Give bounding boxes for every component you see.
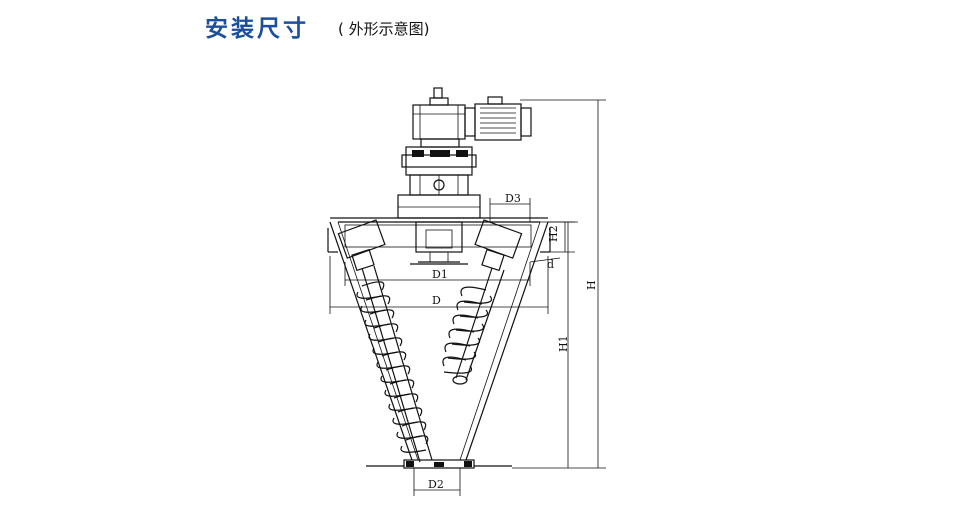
right-screw — [442, 219, 523, 385]
dim-label-big-d: D — [432, 294, 441, 307]
dim-label-small-d: d — [547, 258, 554, 271]
page-subtitle: ( 外形示意图) — [338, 20, 430, 38]
discharge-valve — [366, 459, 512, 469]
gear-reducer — [412, 87, 466, 148]
cone-vessel — [327, 221, 551, 461]
dimension-annotations: D3 H2 d D1 D H H1 D2 — [329, 99, 606, 496]
dim-label-h1: H1 — [557, 335, 570, 352]
page-title: 安装尺寸 — [205, 16, 309, 42]
dim-label-d3: D3 — [505, 192, 521, 205]
dim-label-d2: D2 — [428, 478, 444, 491]
left-screw — [337, 219, 433, 463]
dim-label-d1: D1 — [432, 268, 448, 281]
top-frame — [330, 194, 548, 265]
drive-housing — [401, 146, 477, 196]
motor — [464, 96, 532, 141]
dim-label-h: H — [585, 280, 598, 290]
dim-label-h2: H2 — [547, 225, 560, 242]
